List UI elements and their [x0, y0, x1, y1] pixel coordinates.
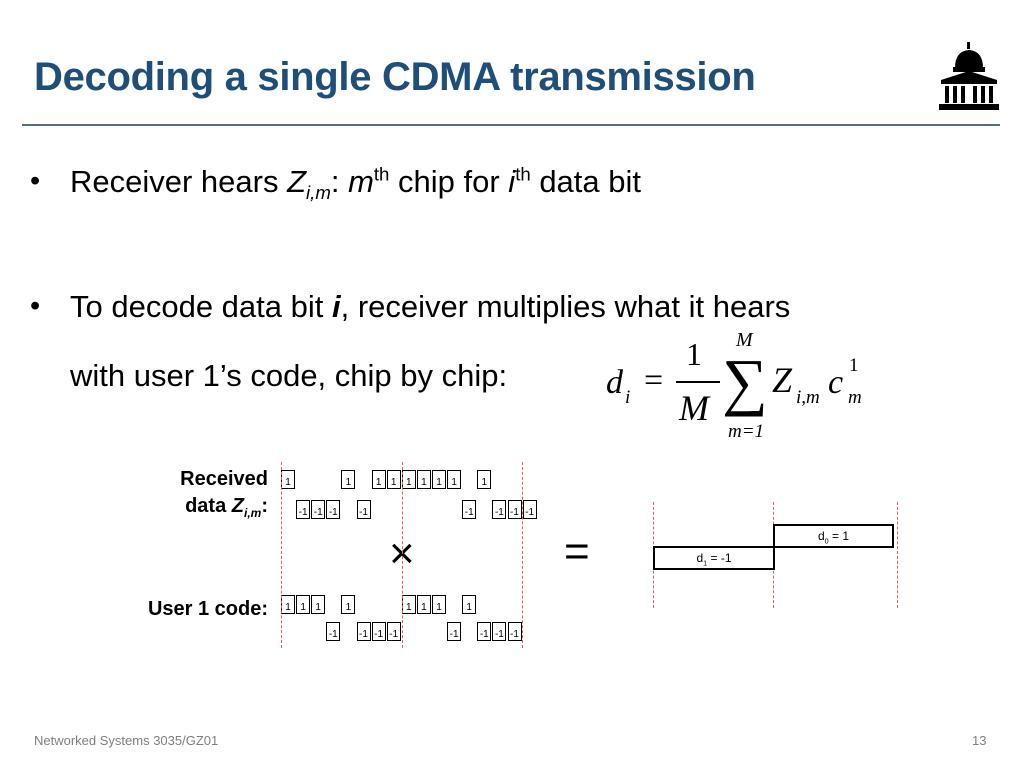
code-chip: -1	[507, 622, 522, 641]
received-data-label: Received data Zi,m:	[180, 468, 268, 520]
received-chip: 1	[447, 470, 462, 489]
received-chip: 1	[432, 470, 446, 489]
code-chip: -1	[386, 622, 401, 641]
page-number: 13	[972, 733, 987, 748]
user1-code-label: User 1 code:	[147, 598, 268, 620]
bullet-1-text: Receiver hears Zi,m: mth chip for ith da…	[70, 163, 642, 204]
code-chip: 1	[462, 595, 477, 614]
title-divider	[22, 124, 1000, 126]
received-chip: -1	[462, 500, 477, 519]
multiply-symbol: ×	[389, 529, 415, 578]
bullet-2-text: To decode data bit i, receiver multiplie…	[70, 289, 791, 324]
code-chip: 1	[296, 595, 311, 614]
decoded-bit-d1: d1 = -1	[653, 546, 775, 570]
code-chip: -1	[447, 622, 462, 641]
university-building-logo-icon	[939, 42, 999, 110]
code-chip: -1	[356, 622, 371, 641]
slide-title: Decoding a single CDMA transmission	[34, 55, 756, 99]
bit-boundary-line	[522, 462, 523, 648]
bullet-2-text-line2: with user 1’s code, chip by chip:	[70, 358, 508, 393]
received-chip: -1	[492, 500, 507, 519]
received-chip: -1	[326, 500, 341, 519]
decode-formula: d i = 1 M M ∑ m=1 Z i,m c 1 m	[606, 329, 862, 442]
bit-boundary-line	[402, 462, 403, 648]
received-chip: 1	[477, 470, 492, 489]
received-chip: 1	[341, 470, 356, 489]
received-chip: -1	[311, 500, 326, 519]
code-chip: 1	[311, 595, 326, 614]
equals-symbol: =	[564, 527, 590, 576]
bullet-1-marker: •	[30, 165, 41, 197]
code-chip: -1	[477, 622, 492, 641]
code-chip: 1	[416, 595, 431, 614]
code-chip: -1	[326, 622, 341, 641]
received-chip: 1	[401, 470, 416, 489]
code-chip: -1	[371, 622, 386, 641]
received-chip: -1	[507, 500, 522, 519]
bit-boundary-line	[281, 462, 282, 648]
code-chip: 1	[281, 595, 295, 614]
code-chip: 1	[401, 595, 416, 614]
received-chip: -1	[356, 500, 371, 519]
decoded-bit-d0: d0 = 1	[773, 524, 894, 548]
bullet-2-marker: •	[30, 290, 41, 322]
code-chip: 1	[432, 595, 446, 614]
footer-course-name: Networked Systems 3035/GZ01	[34, 733, 219, 748]
received-chip: 1	[281, 470, 295, 489]
received-chip: 1	[416, 470, 431, 489]
fraction-bar	[676, 381, 720, 383]
received-chip: -1	[522, 500, 537, 519]
received-chip: 1	[371, 470, 386, 489]
code-chip: 1	[341, 595, 356, 614]
bit-boundary-line	[897, 502, 898, 608]
received-chip: 1	[386, 470, 401, 489]
code-chip: -1	[492, 622, 507, 641]
received-chip: -1	[296, 500, 311, 519]
